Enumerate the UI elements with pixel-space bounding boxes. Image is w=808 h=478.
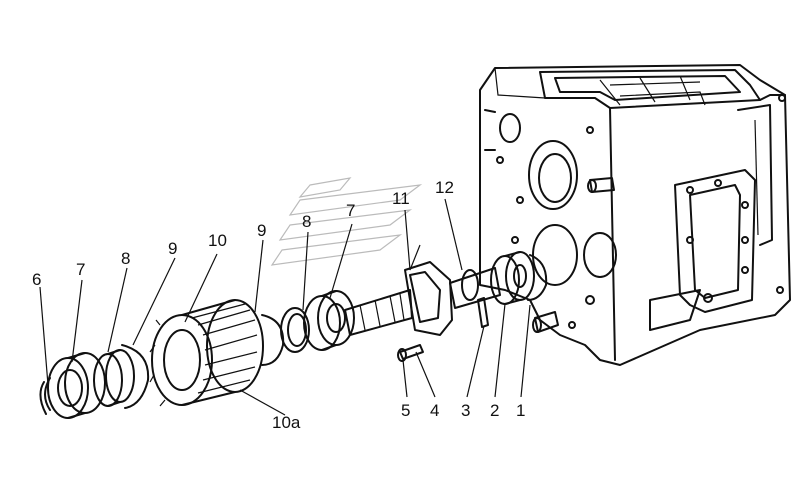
watermark-chevrons bbox=[270, 177, 423, 266]
callout-3: 3 bbox=[461, 401, 470, 420]
callout-7-right: 7 bbox=[346, 201, 355, 220]
callout-4: 4 bbox=[430, 401, 439, 420]
callout-8-right: 8 bbox=[302, 212, 311, 231]
callout-1: 1 bbox=[516, 401, 525, 420]
gearbox-housing bbox=[479, 64, 791, 366]
callout-10a: 10a bbox=[272, 413, 301, 432]
callout-11: 11 bbox=[392, 189, 410, 208]
callout-8-left: 8 bbox=[121, 249, 130, 268]
shaft-assembly bbox=[344, 251, 548, 362]
leader-lines bbox=[39, 198, 531, 416]
callout-6: 6 bbox=[32, 270, 41, 289]
callout-9-right: 9 bbox=[257, 221, 266, 240]
callout-12: 12 bbox=[435, 178, 454, 197]
front-parts bbox=[39, 290, 355, 419]
callout-5: 5 bbox=[401, 401, 410, 420]
callout-9-left: 9 bbox=[168, 239, 177, 258]
callout-10: 10 bbox=[208, 231, 227, 250]
callout-2: 2 bbox=[490, 401, 499, 420]
callout-labels: 6 7 8 9 10 9 8 7 11 12 5 4 3 2 1 10a bbox=[32, 178, 525, 432]
callout-7-left: 7 bbox=[76, 260, 85, 279]
